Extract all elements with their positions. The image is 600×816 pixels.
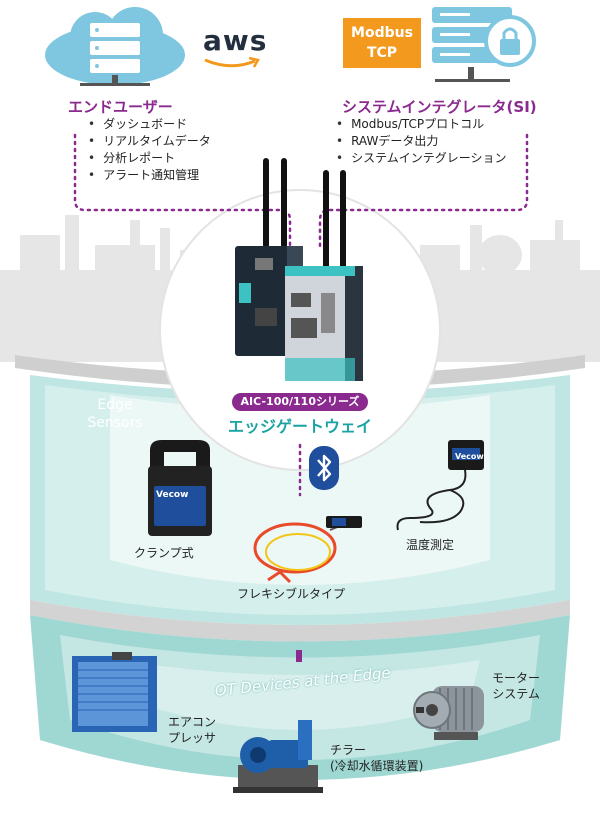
flex-label: フレキシブルタイプ bbox=[237, 587, 346, 601]
motor-label: モーター システム bbox=[492, 670, 540, 702]
si-connector bbox=[318, 133, 529, 252]
clamp-sensor-image bbox=[148, 440, 212, 536]
cloud-server-icon bbox=[45, 7, 185, 86]
server-lock-icon bbox=[432, 7, 536, 82]
si-list: Modbus/TCPプロトコル RAWデータ出力 システムインテグレーション bbox=[336, 116, 506, 167]
end-user-list: ダッシュボード リアルタイムデータ 分析レポート アラート通知管理 bbox=[88, 116, 211, 184]
temperature-sensor-image bbox=[396, 440, 484, 531]
list-item: ダッシュボード bbox=[88, 116, 211, 133]
aws-logo: aws bbox=[203, 24, 268, 57]
edge-gateway-devices bbox=[235, 158, 363, 381]
motor-image bbox=[413, 686, 484, 740]
aircon-label: エアコン プレッサ bbox=[168, 714, 216, 746]
flexible-sensor-image bbox=[253, 516, 362, 584]
list-item: 分析レポート bbox=[88, 150, 211, 167]
edge-sensors-title-line: Sensors bbox=[87, 415, 143, 431]
modbus-tcp-badge: Modbus TCP bbox=[343, 18, 421, 68]
chiller-label-line: チラー bbox=[330, 743, 367, 757]
temp-brand-label: Vecow bbox=[455, 452, 484, 461]
gateway-name: エッジゲートウェイ bbox=[227, 417, 372, 436]
list-item: Modbus/TCPプロトコル bbox=[336, 116, 506, 133]
list-item: RAWデータ出力 bbox=[336, 133, 506, 150]
chiller-image bbox=[233, 720, 323, 793]
list-item: リアルタイムデータ bbox=[88, 133, 211, 150]
aircon-label-line: エアコン bbox=[168, 715, 217, 729]
clamp-brand-label: Vecow bbox=[156, 490, 189, 500]
aws-smile-icon bbox=[204, 57, 260, 68]
si-title: システムインテグレータ(SI) bbox=[342, 98, 537, 116]
aircon-label-line: プレッサ bbox=[168, 731, 217, 745]
clamp-label: クランプ式 bbox=[134, 546, 194, 560]
bluetooth-icon bbox=[309, 446, 339, 490]
end-user-title: エンドユーザー bbox=[68, 98, 173, 116]
end-user-connector bbox=[73, 133, 292, 252]
list-item: アラート通知管理 bbox=[88, 167, 211, 184]
chiller-label: チラー (冷却水循環装置) bbox=[330, 742, 423, 774]
modbus-label: Modbus bbox=[351, 25, 413, 41]
chiller-label-line: (冷却水循環装置) bbox=[330, 759, 424, 773]
gateway-series-badge: AIC-100/110シリーズ bbox=[232, 393, 368, 411]
motor-label-line: モーター bbox=[492, 671, 541, 685]
air-compressor-image bbox=[72, 652, 157, 732]
list-item: システムインテグレーション bbox=[336, 150, 506, 167]
tcp-label: TCP bbox=[366, 45, 398, 61]
edge-sensors-title: Edge Sensors bbox=[80, 396, 150, 432]
edge-sensors-title-line: Edge bbox=[97, 397, 133, 413]
temp-label: 温度測定 bbox=[406, 538, 455, 552]
motor-label-line: システム bbox=[492, 687, 540, 701]
